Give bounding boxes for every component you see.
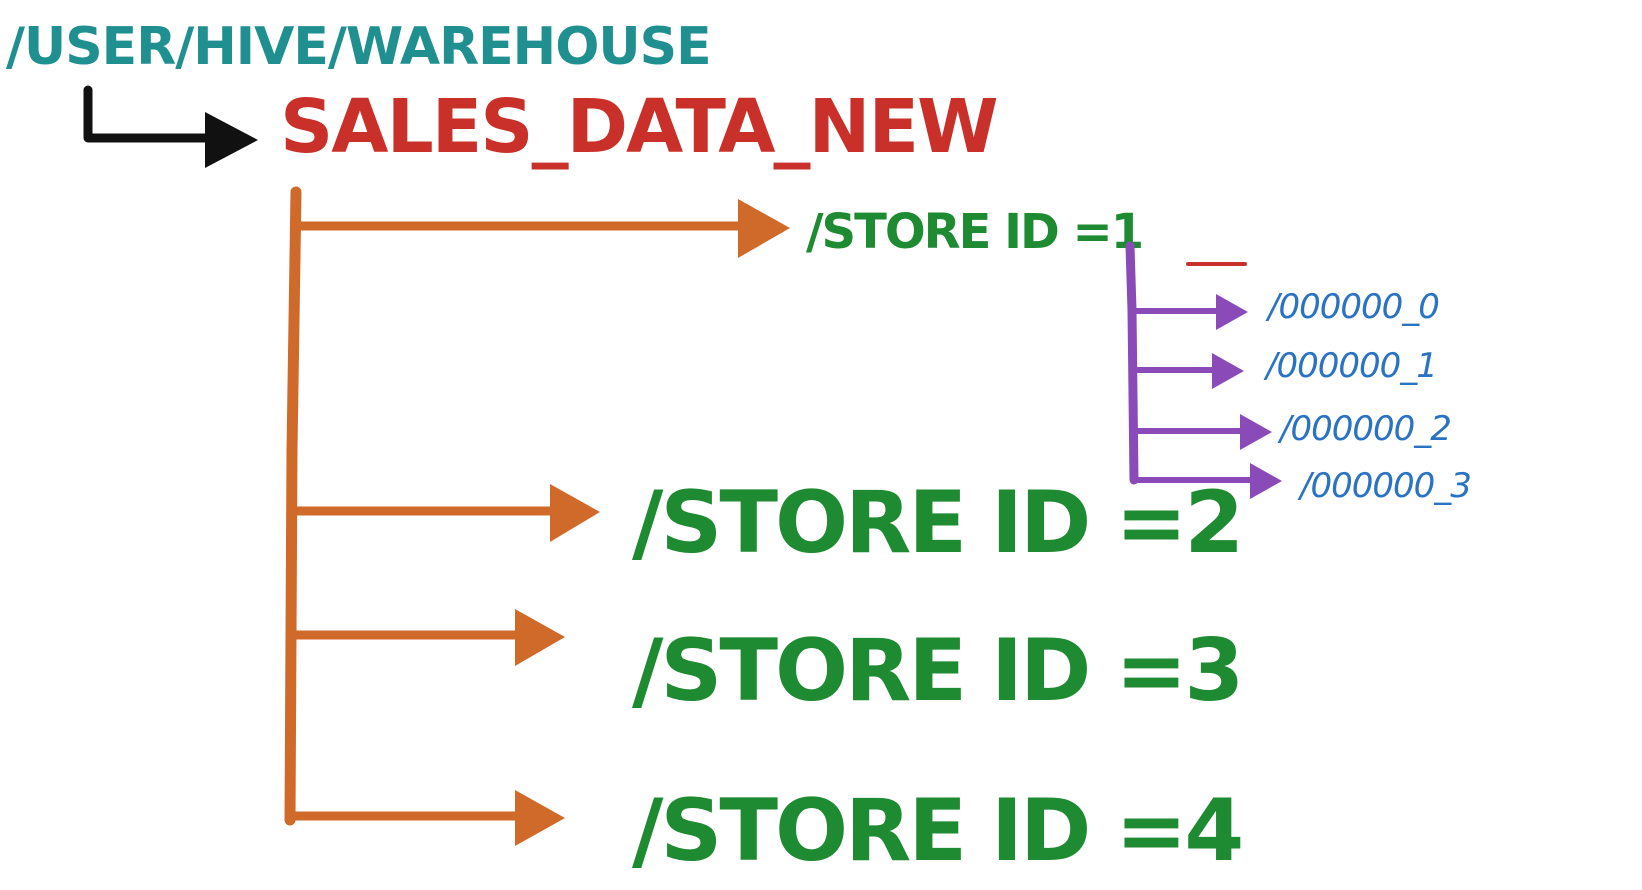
file-label-2: /000000_2 [1277, 409, 1451, 449]
file-arrow-2 [1131, 414, 1272, 450]
partition-label-1: /STORE ID =1 [806, 204, 1142, 260]
file-arrow-1 [1131, 353, 1244, 389]
file-label-0: /000000_0 [1265, 287, 1439, 327]
partition-arrow-2 [289, 484, 600, 542]
partition-trunk [284, 186, 302, 826]
root-path-label: /USER/HIVE/WAREHOUSE [6, 17, 711, 77]
partition-arrow-3 [285, 609, 565, 666]
root-to-table-arrow [83, 85, 258, 168]
partition-arrow-4 [285, 790, 565, 846]
file-label-3: /000000_3 [1297, 466, 1471, 506]
file-arrow-3 [1131, 463, 1282, 499]
partition-label-3: /STORE ID =3 [632, 621, 1241, 721]
table-name-label: SALES_DATA_NEW [280, 84, 997, 170]
file-trunk [1125, 241, 1139, 485]
partition-label-2: /STORE ID =2 [632, 473, 1241, 573]
file-arrow-0 [1129, 294, 1248, 330]
file-label-1: /000000_1 [1263, 346, 1437, 386]
partition-arrow-1 [291, 199, 790, 258]
partition-label-4: /STORE ID =4 [632, 781, 1241, 881]
